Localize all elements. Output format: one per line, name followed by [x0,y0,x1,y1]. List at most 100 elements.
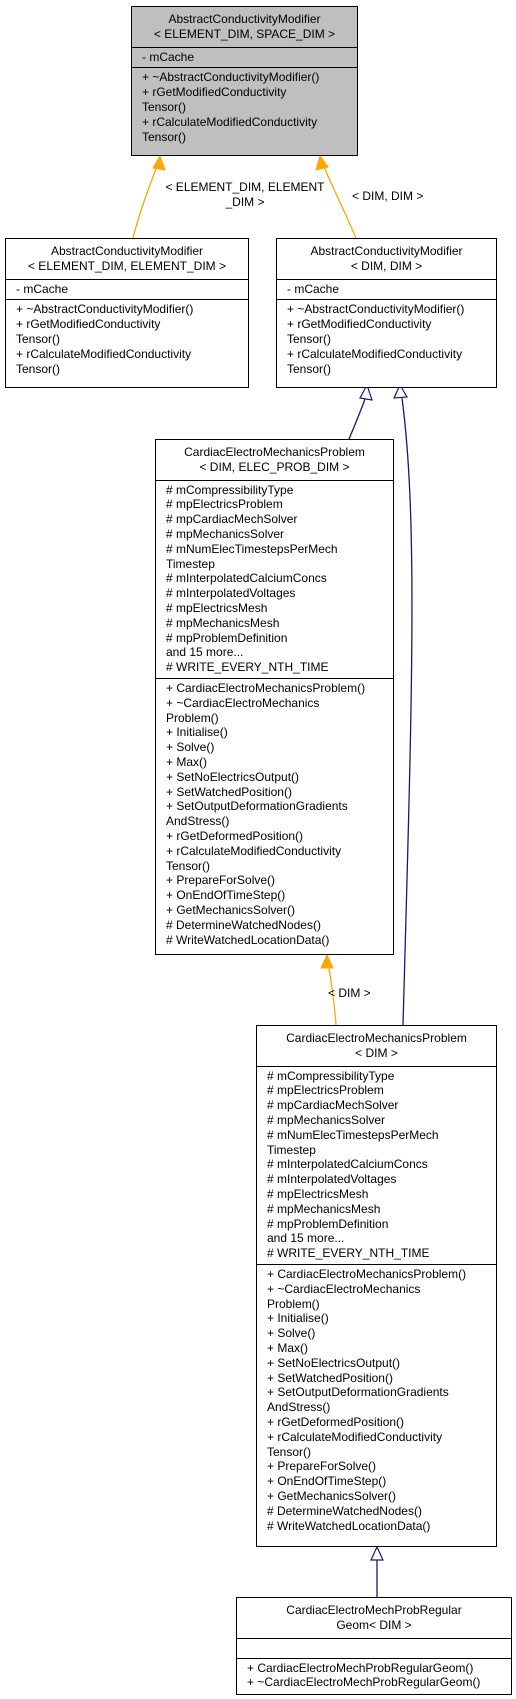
class-title: AbstractConductivityModifier< ELEMENT_DI… [132,7,357,47]
attribute-line: # mInterpolatedVoltages [267,1172,397,1187]
class-node-acm-element-space: AbstractConductivityModifier< ELEMENT_DI… [131,6,358,156]
class-node-acm-element-element: AbstractConductivityModifier< ELEMENT_DI… [5,238,249,388]
method-line: # WriteWatchedLocationData() [166,932,330,947]
method-line: + ~CardiacElectroMechanics [267,1281,421,1296]
method-line: + SetWatchedPosition() [166,784,292,799]
class-title-line: AbstractConductivityModifier [310,244,463,258]
method-line: Problem() [267,1296,320,1311]
method-line: + Initialise() [267,1311,329,1326]
class-attributes: # mCompressibilityType# mpElectricsProbl… [156,479,393,678]
edge-label-line: < ELEMENT_DIM, ELEMENT [165,180,325,194]
class-title-line: < DIM, ELEC_PROB_DIM > [199,459,350,474]
class-title-line: < DIM, DIM > [350,258,423,273]
attribute-line: and 15 more... [267,1231,345,1246]
class-methods: + CardiacElectroMechanicsProblem()+ ~Car… [257,1263,496,1536]
method-line: Tensor() [142,129,187,144]
class-title-line: CardiacElectroMechProbRegular [286,1603,462,1617]
method-line: + SetOutputDeformationGradients [267,1385,449,1400]
class-title: AbstractConductivityModifier< DIM, DIM > [277,239,496,279]
class-methods: + ~AbstractConductivityModifier()+ rGetM… [277,299,496,379]
class-methods: + CardiacElectroMechProbRegularGeom()+ ~… [237,1657,511,1694]
method-line: Problem() [166,710,219,725]
method-line: + rGetDeformedPosition() [166,828,304,843]
method-line: + rCalculateModifiedConductivity [166,843,342,858]
class-methods: + ~AbstractConductivityModifier()+ rGetM… [6,299,248,379]
attribute-line: # mpProblemDefinition [267,1216,389,1231]
attribute-line: # mNumElecTimestepsPerMech [166,541,338,556]
attribute-line: - mCache [142,49,195,64]
attribute-line: # mpCardiacMechSolver [166,512,298,527]
class-title-line: < DIM > [355,1045,398,1060]
method-line: + Initialise() [166,725,228,740]
method-line: + rCalculateModifiedConductivity [16,346,192,361]
attribute-line: # mpProblemDefinition [166,630,288,645]
method-line: + CardiacElectroMechanicsProblem() [166,680,366,695]
method-line: + rCalculateModifiedConductivity [267,1429,443,1444]
edge-label-dim: < DIM > [328,986,371,1001]
attribute-line: Timestep [267,1142,316,1157]
class-title-line: CardiacElectroMechanicsProblem [184,445,365,459]
method-line: + rCalculateModifiedConductivity [287,346,463,361]
method-line: + Max() [267,1340,309,1355]
method-line: + rGetModifiedConductivity [287,317,432,332]
attribute-line: Timestep [166,556,215,571]
arrowhead-template-elem-elem [152,154,166,171]
edge-label-line: < DIM > [328,986,371,1000]
attribute-line: and 15 more... [166,645,244,660]
method-line: + GetMechanicsSolver() [166,902,296,917]
attribute-line: # mNumElecTimestepsPerMech [267,1127,439,1142]
edge-label-line: _DIM > [225,194,265,209]
class-attributes: - mCache [6,278,248,300]
method-line: Tensor() [142,99,187,114]
class-node-cemp-dim: CardiacElectroMechanicsProblem< DIM > # m… [256,1025,497,1547]
edge-label-elem-elem: < ELEMENT_DIM, ELEMENT _DIM > [150,180,340,210]
method-line: Tensor() [267,1444,312,1459]
attribute-line: # mCompressibilityType [166,482,294,497]
method-line: + ~AbstractConductivityModifier() [287,302,465,317]
class-title: CardiacElectroMechanicsProblem< DIM > [257,1026,496,1066]
attribute-line: # mCompressibilityType [267,1068,395,1083]
class-attributes: - mCache [132,46,357,68]
method-line: + SetOutputDeformationGradients [166,799,348,814]
method-line: + PrepareForSolve() [267,1459,377,1474]
method-line: + Max() [166,754,208,769]
attribute-line: - mCache [287,281,340,296]
method-line: + rGetModifiedConductivity [16,317,161,332]
attribute-line: # mpMechanicsMesh [267,1201,381,1216]
method-line: + rGetModifiedConductivity [142,85,287,100]
attribute-line: # mpCardiacMechSolver [267,1098,399,1113]
attribute-line: # mpMechanicsSolver [267,1112,386,1127]
class-title-line: AbstractConductivityModifier [50,244,204,258]
attribute-line: # mInterpolatedVoltages [166,586,296,601]
class-methods: + ~AbstractConductivityModifier()+ rGetM… [132,67,357,147]
attribute-line: # mpElectricsMesh [267,1186,369,1201]
class-node-cemp-dim-elec: CardiacElectroMechanicsProblem< DIM, ELE… [155,439,394,955]
class-title-line: AbstractConductivityModifier [168,12,321,26]
method-line: + ~CardiacElectroMechanics [166,695,320,710]
edge-label-line: < DIM, DIM > [352,189,424,203]
method-line: # DetermineWatchedNodes() [166,917,321,932]
method-line: + SetNoElectricsOutput() [166,769,300,784]
method-line: AndStress() [267,1400,331,1415]
class-title-line: < ELEMENT_DIM, ELEMENT_DIM > [27,258,227,273]
method-line: + SetNoElectricsOutput() [267,1355,401,1370]
method-line: # WriteWatchedLocationData() [267,1518,431,1533]
method-line: Tensor() [16,331,61,346]
method-line: + OnEndOfTimeStep() [267,1474,387,1489]
class-title: AbstractConductivityModifier< ELEMENT_DI… [6,239,248,279]
method-line: + Solve() [166,740,215,755]
class-attributes [237,1637,511,1658]
method-line: # DetermineWatchedNodes() [267,1503,422,1518]
arrowhead-inherit-cemp-elec [359,383,373,401]
method-line: Tensor() [287,331,332,346]
attribute-line: - mCache [16,281,69,296]
arrowhead-template-dim [320,953,334,969]
class-title-line: CardiacElectroMechanicsProblem [286,1031,467,1045]
edge-inherit-cemp-elec [348,395,367,440]
method-line: Tensor() [166,858,211,873]
method-line: + rCalculateModifiedConductivity [142,114,318,129]
attribute-line: # WRITE_EVERY_NTH_TIME [166,660,329,675]
